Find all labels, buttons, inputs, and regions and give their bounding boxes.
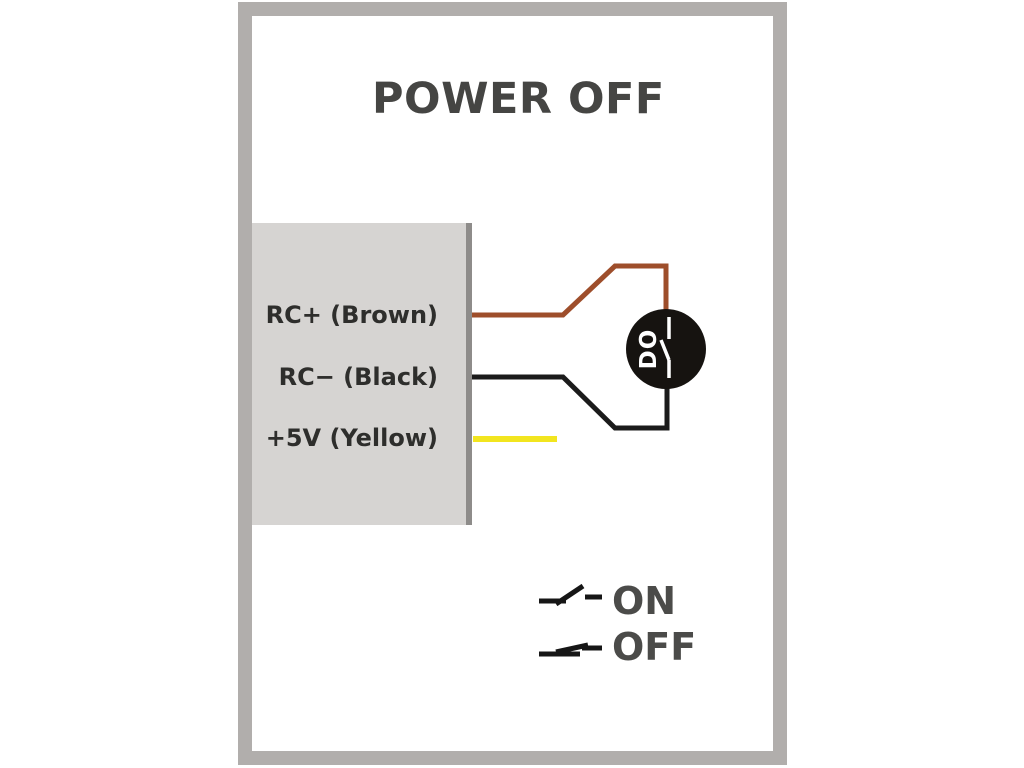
switch-blade xyxy=(659,339,671,361)
do-label: DO xyxy=(636,329,662,370)
diagram-title: POWER OFF xyxy=(372,74,665,124)
legend-off-label: OFF xyxy=(612,625,697,669)
black-wire xyxy=(472,374,670,431)
legend-on-label: ON xyxy=(612,579,677,623)
legend-on-symbol xyxy=(539,583,602,607)
brown-wire xyxy=(472,263,669,318)
connector-label-rc-minus: RC− (Black) xyxy=(278,363,438,391)
connector-label-rc-plus: RC+ (Brown) xyxy=(265,301,438,329)
controller-box xyxy=(252,223,472,525)
connector-label-5v: +5V (Yellow) xyxy=(265,424,438,452)
legend-off-symbol xyxy=(539,642,602,657)
